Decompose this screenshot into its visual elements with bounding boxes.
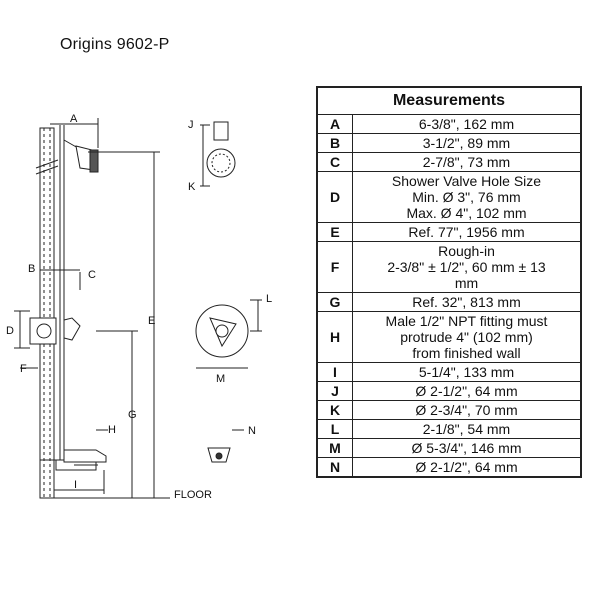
dimension-i: I <box>54 470 105 494</box>
svg-text:H: H <box>108 424 116 436</box>
row-label: A <box>316 114 353 134</box>
floor-line: FLOOR <box>40 489 212 501</box>
tub-spout-side <box>63 449 107 463</box>
row-label: N <box>316 457 353 478</box>
svg-text:J: J <box>188 119 194 131</box>
table-row: N Ø 2-1/2", 64 mm <box>316 457 582 478</box>
svg-text:K: K <box>188 181 196 193</box>
showerhead-side <box>63 139 99 173</box>
row-label: I <box>316 362 353 382</box>
row-label: E <box>316 222 353 242</box>
svg-text:N: N <box>248 425 256 437</box>
wall <box>35 127 59 499</box>
value-line: 5-1/4", 133 mm <box>418 364 515 380</box>
dimension-a: A <box>50 113 99 148</box>
table-row: L 2-1/8", 54 mm <box>316 419 582 439</box>
table-header: Measurements <box>316 86 582 115</box>
row-label: G <box>316 292 353 312</box>
table-row: C 2-7/8", 73 mm <box>316 152 582 172</box>
value-line: Male 1/2" NPT fitting must <box>385 313 548 329</box>
row-value: 6-3/8", 162 mm <box>352 114 582 134</box>
valve-side <box>29 317 81 345</box>
svg-text:FLOOR: FLOOR <box>174 489 212 501</box>
svg-text:C: C <box>88 269 96 281</box>
dimension-g: G <box>96 330 138 498</box>
value-line: 2-1/8", 54 mm <box>422 421 511 437</box>
table-row: J Ø 2-1/2", 64 mm <box>316 381 582 401</box>
value-line: Ref. 32", 813 mm <box>412 294 521 310</box>
showerhead-front: J K <box>188 119 236 193</box>
value-line: Ø 5-3/4", 146 mm <box>411 440 522 456</box>
value-line: Shower Valve Hole Size <box>391 173 542 189</box>
value-line: Max. Ø 4", 102 mm <box>406 205 527 221</box>
row-label: D <box>316 171 353 223</box>
table-row: A 6-3/8", 162 mm <box>316 114 582 134</box>
value-line: Ø 2-3/4", 70 mm <box>415 402 518 418</box>
row-value: Ø 2-1/2", 64 mm <box>352 457 582 478</box>
value-line: 3-1/2", 89 mm <box>422 135 511 151</box>
value-line: Ref. 77", 1956 mm <box>408 224 525 240</box>
measurements-body: A 6-3/8", 162 mm B 3-1/2", 89 mm C 2-7/8", 73… <box>316 114 582 478</box>
table-row: M Ø 5-3/4", 146 mm <box>316 438 582 458</box>
dimension-f: F <box>20 363 38 375</box>
svg-text:F: F <box>20 363 27 375</box>
dimension-d: D <box>6 310 30 349</box>
row-label: M <box>316 438 353 458</box>
row-value: 2-1/8", 54 mm <box>352 419 582 439</box>
table-row: E Ref. 77", 1956 mm <box>316 222 582 242</box>
value-line: Ø 2-1/2", 64 mm <box>415 459 518 475</box>
product-title: Origins 9602-P <box>60 36 170 53</box>
row-label: J <box>316 381 353 401</box>
row-label: C <box>316 152 353 172</box>
value-line: Rough-in <box>438 243 495 259</box>
svg-text:E: E <box>148 315 155 327</box>
row-value: 5-1/4", 133 mm <box>352 362 582 382</box>
svg-text:G: G <box>128 409 137 421</box>
value-line: protrude 4" (102 mm) <box>400 329 533 345</box>
value-line: 2-3/8" ± 1/2", 60 mm ± 13 <box>387 259 546 275</box>
svg-text:B: B <box>28 263 35 275</box>
value-line: mm <box>454 275 479 291</box>
row-label: B <box>316 133 353 153</box>
svg-text:I: I <box>74 479 77 491</box>
table-row: K Ø 2-3/4", 70 mm <box>316 400 582 420</box>
value-line: 2-7/8", 73 mm <box>422 154 511 170</box>
svg-text:A: A <box>70 113 78 125</box>
value-line: from finished wall <box>412 345 521 361</box>
value-line: Min. Ø 3", 76 mm <box>412 189 521 205</box>
measurements-table: Measurements A 6-3/8", 162 mm B 3-1/2", 89 … <box>316 86 582 478</box>
row-value: 3-1/2", 89 mm <box>352 133 582 153</box>
tub-spout-front: N <box>207 425 256 463</box>
dimension-b-c: B C <box>28 263 96 330</box>
shower-diagram: A B C D F E G H I <box>6 113 272 501</box>
svg-text:D: D <box>6 325 14 337</box>
row-label: L <box>316 419 353 439</box>
dimension-e: E <box>88 151 160 498</box>
value-line: Ø 2-1/2", 64 mm <box>415 383 518 399</box>
row-value: Ø 2-3/4", 70 mm <box>352 400 582 420</box>
row-label: H <box>316 311 353 363</box>
table-row: I 5-1/4", 133 mm <box>316 362 582 382</box>
row-value: Ref. 77", 1956 mm <box>352 222 582 242</box>
row-value: 2-7/8", 73 mm <box>352 152 582 172</box>
row-value: Ø 2-1/2", 64 mm <box>352 381 582 401</box>
row-value: Ref. 32", 813 mm <box>352 292 582 312</box>
row-value: Ø 5-3/4", 146 mm <box>352 438 582 458</box>
row-label: F <box>316 241 353 293</box>
table-row: B 3-1/2", 89 mm <box>316 133 582 153</box>
table-row: G Ref. 32", 813 mm <box>316 292 582 312</box>
dimension-h: H <box>96 424 116 436</box>
valve-trim-front: M L <box>195 293 272 385</box>
svg-text:L: L <box>266 293 272 305</box>
svg-text:M: M <box>216 373 225 385</box>
row-label: K <box>316 400 353 420</box>
value-line: 6-3/8", 162 mm <box>418 116 515 132</box>
